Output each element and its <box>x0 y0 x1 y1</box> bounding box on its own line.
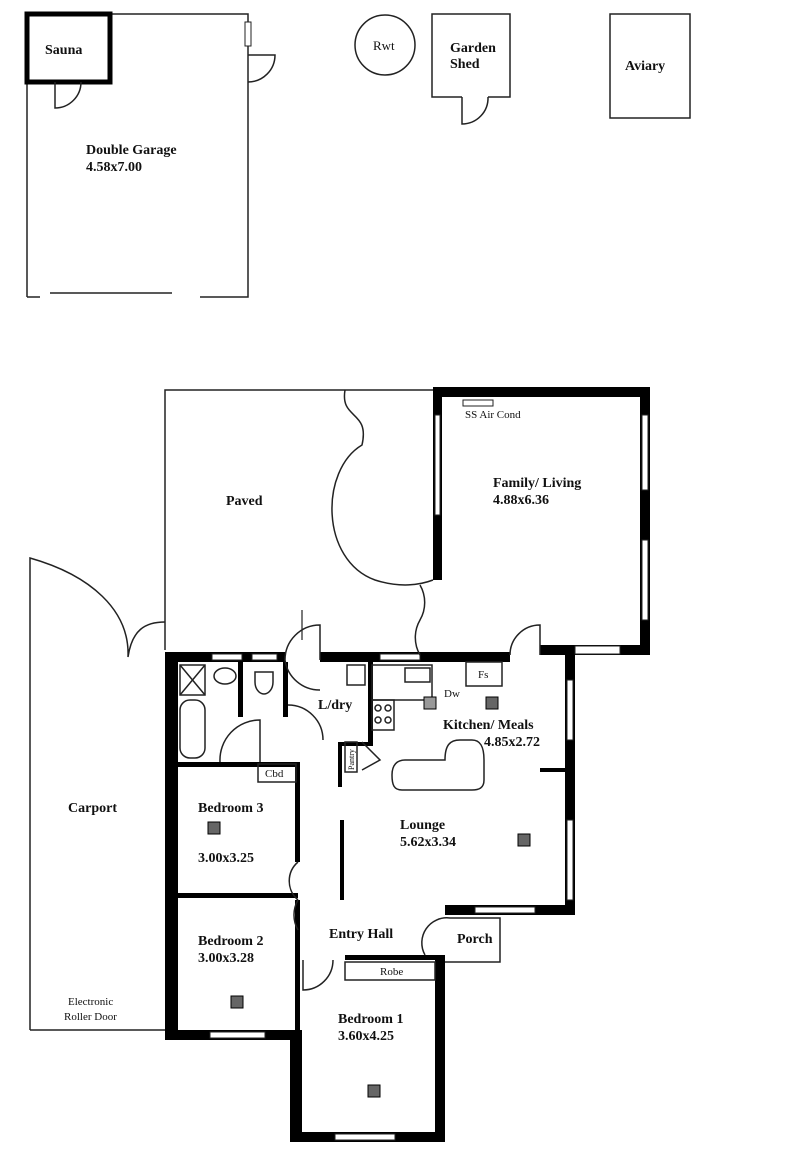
kitchen-meals-size: 4.85x2.72 <box>484 735 540 750</box>
fixtures <box>179 661 531 1098</box>
bedroom1-size: 3.60x4.25 <box>338 1029 394 1044</box>
paved-label: Paved <box>226 494 263 509</box>
bedroom1-label: Bedroom 1 <box>338 1012 403 1027</box>
aviary <box>609 13 691 119</box>
roller-door-label-1: Electronic <box>68 996 113 1008</box>
dishwasher-label: Dw <box>444 688 460 700</box>
rainwater-tank <box>354 14 416 76</box>
bedroom2-label: Bedroom 2 <box>198 934 263 949</box>
carport-label: Carport <box>68 801 117 816</box>
aviary-label: Aviary <box>625 59 665 74</box>
garage-label: Double Garage <box>86 143 177 158</box>
pantry-label: Pantry <box>347 749 356 770</box>
bedroom3-label: Bedroom 3 <box>198 801 263 816</box>
bedroom3-size: 3.00x3.25 <box>198 851 254 866</box>
paved-area <box>164 389 434 650</box>
double-garage <box>24 11 276 298</box>
shed-label-1: Garden <box>450 41 496 56</box>
robe-label: Robe <box>380 966 403 978</box>
porch-label: Porch <box>457 932 493 947</box>
roller-door-label-2: Roller Door <box>64 1011 117 1023</box>
garage-size: 4.58x7.00 <box>86 160 142 175</box>
kitchen-meals-label: Kitchen/ Meals <box>443 718 534 733</box>
bedroom2-size: 3.00x3.28 <box>198 951 254 966</box>
family-living-size: 4.88x6.36 <box>493 493 549 508</box>
garden-shed <box>431 13 511 125</box>
doors <box>219 584 541 991</box>
entry-hall-label: Entry Hall <box>329 927 393 942</box>
rwt-label: Rwt <box>373 38 395 53</box>
lounge-size: 5.62x3.34 <box>400 835 456 850</box>
sauna <box>24 11 113 85</box>
walls <box>165 387 650 1142</box>
lounge-label: Lounge <box>400 818 445 833</box>
fridge-label: Fs <box>478 669 488 681</box>
shed-label-2: Shed <box>450 57 480 72</box>
sauna-label: Sauna <box>45 43 82 58</box>
air-cond-label: SS Air Cond <box>465 409 521 421</box>
family-living-label: Family/ Living <box>493 476 581 491</box>
cupboard-label: Cbd <box>265 768 284 780</box>
carport <box>29 557 166 1031</box>
laundry-label: L/dry <box>318 698 352 713</box>
